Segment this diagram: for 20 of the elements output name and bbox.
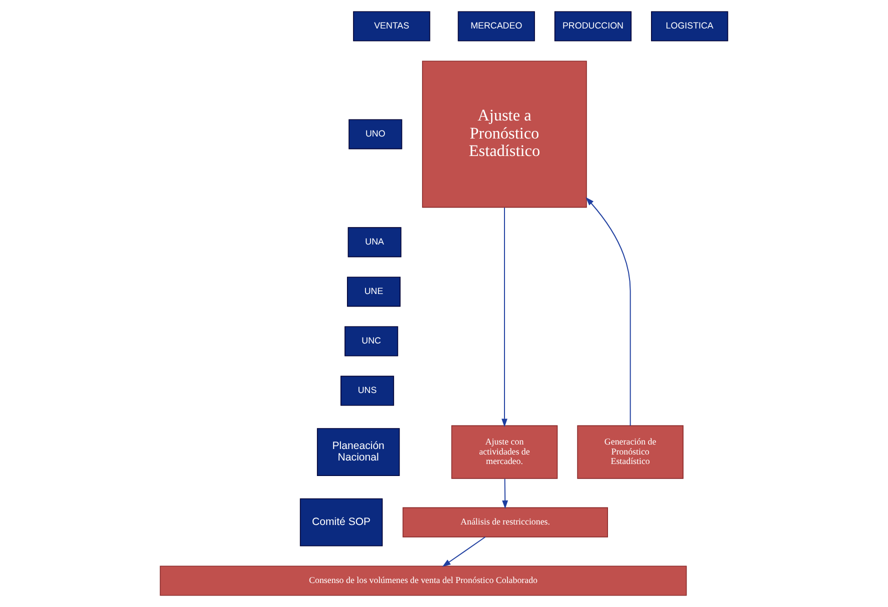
node-box: UNC [344, 326, 398, 356]
node-box: UNS [340, 376, 394, 406]
node-box: Ajuste con actividades de mercadeo. [451, 425, 558, 479]
node-box: MERCADEO [458, 11, 535, 42]
arrow [502, 478, 508, 509]
node-box: Consenso de los volúmenes de venta del Pronóstico Colaborado [160, 566, 687, 596]
arrow [586, 197, 631, 426]
arrow [442, 536, 486, 567]
node-box: Comité SOP [300, 498, 383, 546]
arrow [502, 207, 508, 428]
node-box: Generación de Pronóstico Estadístico [577, 425, 684, 479]
node-box: VENTAS [353, 11, 430, 42]
node-box: UNO [348, 119, 402, 150]
node-box: PRODUCCION [554, 11, 632, 42]
node-box: Ajuste a Pronóstico Estadístico [422, 60, 587, 208]
node-box: Planeación Nacional [316, 428, 400, 476]
node-box: UNA [348, 227, 402, 258]
node-box: LOGISTICA [651, 11, 728, 42]
node-box: Análisis de restricciones. [402, 507, 608, 538]
node-box: UNE [346, 276, 401, 307]
